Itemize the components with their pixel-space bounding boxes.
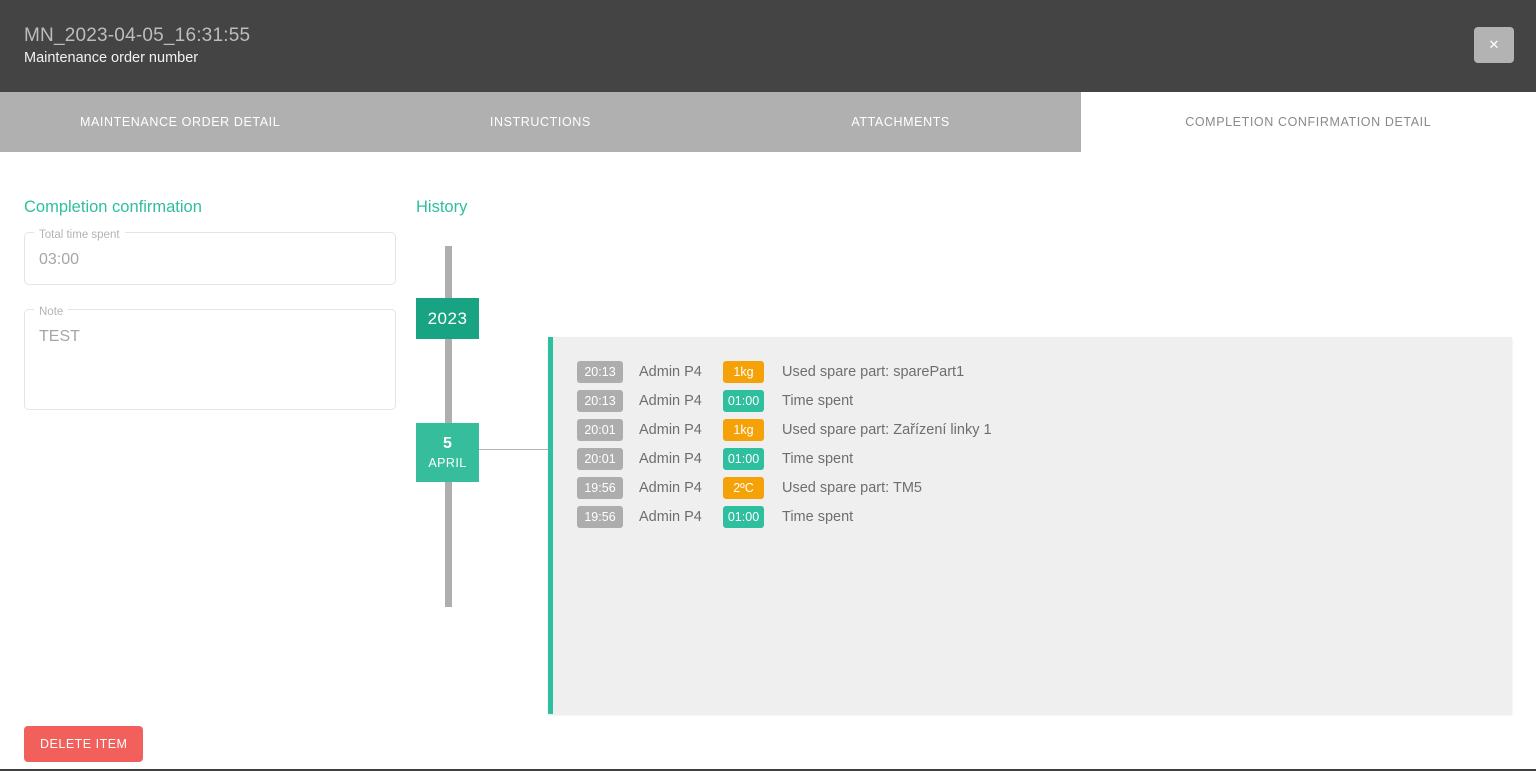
history-row-user: Admin P4	[639, 422, 702, 438]
history-row-user: Admin P4	[639, 393, 702, 409]
timeline-month-label: APRIL	[428, 455, 467, 470]
delete-item-button[interactable]: DELETE ITEM	[24, 726, 144, 762]
tab-instructions[interactable]: INSTRUCTIONS	[360, 92, 721, 152]
history-row-description: Time spent	[782, 393, 854, 409]
timeline-date-marker: 5 APRIL	[416, 423, 479, 482]
history-row-description: Time spent	[782, 451, 854, 467]
history-row-user: Admin P4	[639, 451, 702, 467]
tab-maintenance-order-detail[interactable]: MAINTENANCE ORDER DETAIL	[0, 92, 361, 152]
tab-completion-confirmation-detail[interactable]: COMPLETION CONFIRMATION DETAIL	[1080, 92, 1536, 152]
history-row-user: Admin P4	[639, 480, 702, 496]
total-time-spent-field[interactable]: Total time spent 03:00	[24, 225, 396, 285]
page-subtitle: Maintenance order number	[24, 50, 199, 66]
history-row: 20:01 Admin P4 1kg Used spare part: Zařízen…	[577, 419, 1502, 441]
history-row-time-badge: 20:01	[577, 419, 623, 441]
tab-panel-completion-confirmation: Completion confirmation History Total ti…	[0, 152, 1536, 771]
history-row-value-badge: 1kg	[723, 419, 764, 441]
tab-bar: MAINTENANCE ORDER DETAIL INSTRUCTIONS AT…	[0, 92, 1536, 152]
history-row-value-badge: 01:00	[723, 448, 764, 470]
history-row: 19:56 Admin P4 2ºC Used spare part: TM5	[577, 477, 1502, 499]
timeline-day-label: 5	[443, 434, 452, 452]
history-row-time-badge: 19:56	[577, 506, 623, 528]
timeline-year-marker: 2023	[416, 298, 479, 339]
history-row-time-badge: 20:13	[577, 361, 623, 383]
tab-attachments[interactable]: ATTACHMENTS	[720, 92, 1081, 152]
note-field[interactable]: Note TEST	[24, 302, 396, 410]
history-row-value-badge: 01:00	[723, 506, 764, 528]
note-label-wrap: Note	[34, 302, 69, 318]
timeline-year-label: 2023	[427, 308, 468, 328]
history-row-description: Used spare part: TM5	[782, 480, 922, 496]
bottom-divider	[0, 769, 1536, 771]
history-row-value-badge: 2ºC	[723, 477, 764, 499]
history-row-description: Used spare part: sparePart1	[782, 364, 965, 380]
history-row-value-badge: 01:00	[723, 390, 764, 412]
history-row: 20:01 Admin P4 01:00 Time spent	[577, 448, 1502, 470]
history-row: 20:13 Admin P4 01:00 Time spent	[577, 390, 1502, 412]
history-row-description: Used spare part: Zařízení linky 1	[782, 422, 992, 438]
close-icon[interactable]: ✕	[1474, 27, 1514, 63]
completion-confirmation-heading: Completion confirmation	[24, 198, 202, 216]
history-row-description: Time spent	[782, 509, 854, 525]
history-row: 19:56 Admin P4 01:00 Time spent	[577, 506, 1502, 528]
note-label: Note	[39, 306, 64, 318]
history-row-time-badge: 20:01	[577, 448, 623, 470]
history-row-time-badge: 20:13	[577, 390, 623, 412]
dialog-header: MN_2023-04-05_16:31:55 Maintenance order…	[0, 0, 1536, 92]
header-titles: MN_2023-04-05_16:31:55 Maintenance order…	[24, 24, 250, 68]
note-value: TEST	[39, 328, 80, 345]
total-time-spent-label: Total time spent	[39, 229, 120, 241]
total-time-spent-value: 03:00	[39, 251, 80, 268]
history-row-time-badge: 19:56	[577, 477, 623, 499]
history-row: 20:13 Admin P4 1kg Used spare part: sparePa…	[577, 361, 1502, 383]
timeline-connector	[479, 449, 549, 450]
total-time-spent-label-wrap: Total time spent	[34, 225, 125, 241]
history-row-user: Admin P4	[639, 509, 702, 525]
history-row-value-badge: 1kg	[723, 361, 764, 383]
history-row-user: Admin P4	[639, 364, 702, 380]
history-heading: History	[416, 198, 468, 216]
page-title: MN_2023-04-05_16:31:55	[24, 25, 251, 46]
